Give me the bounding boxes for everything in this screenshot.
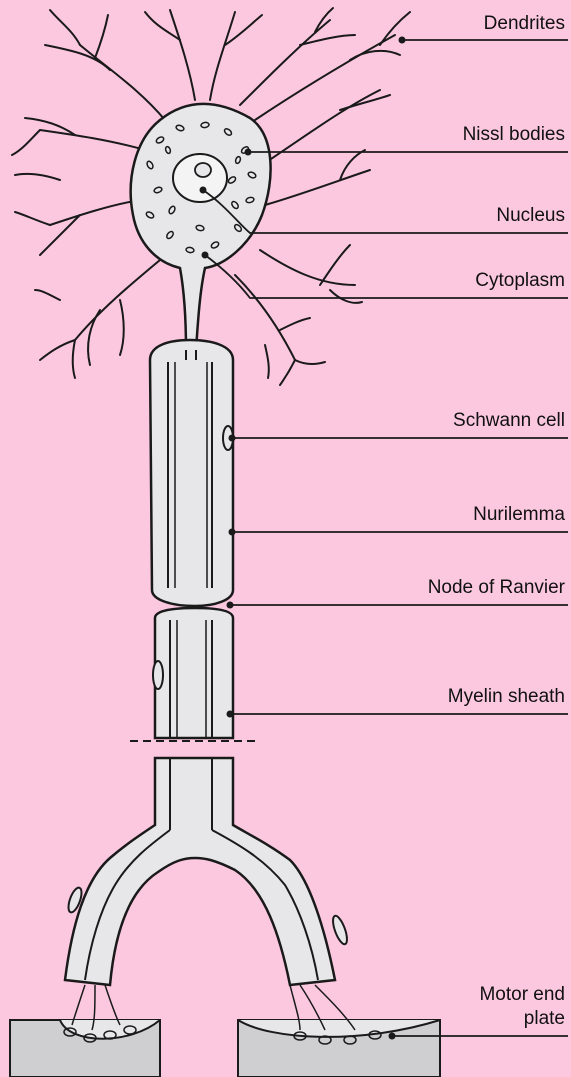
label-nurilemma: Nurilemma <box>473 503 565 527</box>
axon-terminal-branches <box>65 758 350 985</box>
label-motor-end-plate-line1: Motor end <box>479 984 565 1006</box>
nucleus <box>173 154 227 202</box>
motor-end-plates <box>10 985 440 1077</box>
label-dendrites: Dendrites <box>484 12 565 36</box>
label-schwann-cell: Schwann cell <box>453 409 565 433</box>
label-node-of-ranvier: Node of Ranvier <box>428 576 565 600</box>
label-nucleus: Nucleus <box>496 204 565 228</box>
label-motor-end-plate-line2: plate <box>524 1008 565 1030</box>
cell-body <box>131 104 271 350</box>
schwann-cell-lower <box>153 661 163 689</box>
label-cytoplasm: Cytoplasm <box>475 269 565 293</box>
label-myelin-sheath: Myelin sheath <box>448 685 565 709</box>
nucleolus <box>195 163 211 177</box>
label-nissl-bodies: Nissl bodies <box>463 123 565 147</box>
